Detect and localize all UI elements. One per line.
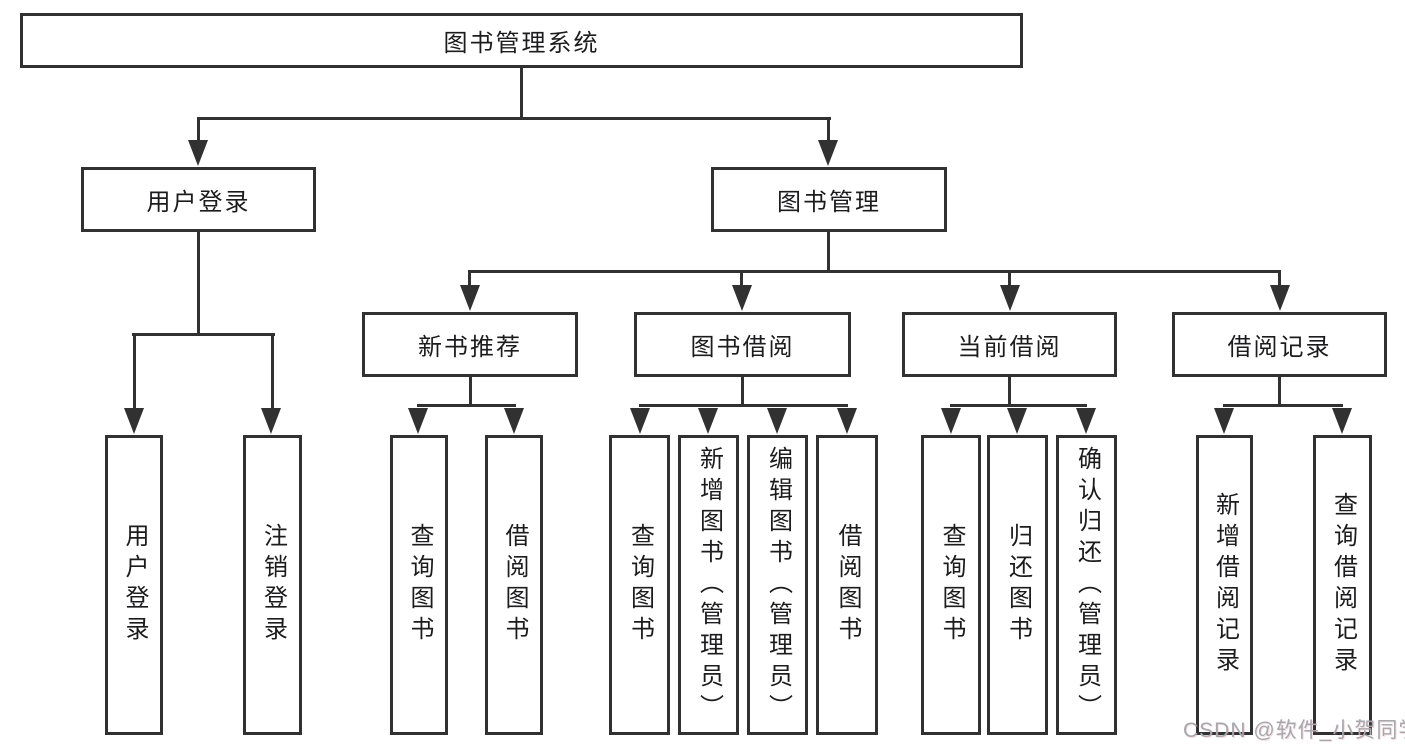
connector-hline xyxy=(469,270,1281,273)
leaf-query-books-current-label: 查询图书 xyxy=(938,523,965,647)
arrow-down-icon xyxy=(408,408,428,434)
leaf-logout-label: 注销登录 xyxy=(259,523,287,647)
node-book-borrowing: 图书借阅 xyxy=(634,312,851,377)
leaf-logout: 注销登录 xyxy=(243,435,302,735)
leaf-borrow-books-borrowing: 借阅图书 xyxy=(816,435,878,735)
watermark: CSDN @软件_小贺同学 xyxy=(1183,719,1405,742)
node-library-system: 图书管理系统 xyxy=(20,13,1023,68)
leaf-add-book-admin-label: 新增图书（管理员） xyxy=(695,445,723,725)
connector-vline xyxy=(197,232,200,336)
leaf-query-borrow-record: 查询借阅记录 xyxy=(1313,435,1372,735)
leaf-confirm-return-admin: 确认归还（管理员） xyxy=(1056,435,1117,735)
node-borrowing-records-label: 借阅记录 xyxy=(1227,334,1332,361)
node-book-borrowing-label: 图书借阅 xyxy=(690,334,795,361)
node-new-book-recommendation: 新书推荐 xyxy=(362,312,578,377)
node-current-borrowing: 当前借阅 xyxy=(902,312,1117,377)
connector-hline xyxy=(639,404,848,407)
leaf-user-login: 用户登录 xyxy=(105,435,163,735)
leaf-add-borrow-record-label: 新增借阅记录 xyxy=(1211,492,1239,678)
connector-vline xyxy=(827,232,830,273)
connector-hline xyxy=(1223,404,1343,407)
connector-vline xyxy=(469,377,472,407)
leaf-edit-book-admin-label: 编辑图书（管理员） xyxy=(764,445,792,725)
leaf-add-book-admin: 新增图书（管理员） xyxy=(678,435,739,735)
node-new-book-recommendation-label: 新书推荐 xyxy=(418,334,522,361)
connector-hline xyxy=(417,404,516,407)
connector-vline xyxy=(740,270,743,288)
connector-vline xyxy=(741,377,744,407)
connector-vline xyxy=(271,333,274,408)
leaf-confirm-return-admin-label: 确认归还（管理员） xyxy=(1073,445,1101,725)
connector-vline xyxy=(468,270,471,288)
arrow-down-icon xyxy=(261,408,281,434)
connector-vline xyxy=(520,68,523,118)
connector-vline xyxy=(1278,270,1281,288)
arrow-down-icon xyxy=(732,285,752,311)
connector-vline xyxy=(1008,377,1011,407)
arrow-down-icon xyxy=(818,140,838,166)
leaf-query-books-current: 查询图书 xyxy=(921,435,981,735)
arrow-down-icon xyxy=(941,408,961,434)
leaf-add-borrow-record: 新增借阅记录 xyxy=(1196,435,1253,735)
arrow-down-icon xyxy=(1076,408,1096,434)
leaf-edit-book-admin: 编辑图书（管理员） xyxy=(747,435,808,735)
arrow-down-icon xyxy=(1007,408,1027,434)
arrow-down-icon xyxy=(1000,285,1020,311)
node-user-login-label: 用户登录 xyxy=(146,189,251,216)
arrow-down-icon xyxy=(124,408,144,434)
connector-vline xyxy=(827,117,830,144)
arrow-down-icon xyxy=(188,140,208,166)
leaf-user-login-label: 用户登录 xyxy=(121,523,148,647)
connector-hline xyxy=(132,333,275,336)
leaf-return-books: 归还图书 xyxy=(987,435,1048,735)
node-user-login: 用户登录 xyxy=(81,167,316,232)
arrow-down-icon xyxy=(460,285,480,311)
node-book-management-label: 图书管理 xyxy=(777,189,881,216)
arrow-down-icon xyxy=(630,408,650,434)
connector-vline xyxy=(197,117,200,144)
node-borrowing-records: 借阅记录 xyxy=(1172,312,1387,377)
node-current-borrowing-label: 当前借阅 xyxy=(957,334,1062,361)
connector-vline xyxy=(1278,377,1281,407)
node-book-management: 图书管理 xyxy=(711,167,947,232)
leaf-borrow-books-borrowing-label: 借阅图书 xyxy=(834,523,861,647)
leaf-query-borrow-record-label: 查询借阅记录 xyxy=(1329,492,1357,678)
leaf-borrow-books-recommend-label: 借阅图书 xyxy=(501,523,528,647)
arrow-down-icon xyxy=(1214,408,1234,434)
connector-vline xyxy=(1008,270,1011,288)
leaf-return-books-label: 归还图书 xyxy=(1004,523,1032,647)
arrow-down-icon xyxy=(767,408,787,434)
connector-vline xyxy=(133,333,136,408)
connector-hline xyxy=(197,117,831,120)
arrow-down-icon xyxy=(837,408,857,434)
leaf-query-books-recommend: 查询图书 xyxy=(390,435,448,735)
leaf-query-books-borrowing: 查询图书 xyxy=(609,435,670,735)
arrow-down-icon xyxy=(504,408,524,434)
leaf-borrow-books-recommend: 借阅图书 xyxy=(485,435,543,735)
leaf-query-books-borrowing-label: 查询图书 xyxy=(626,523,654,647)
leaf-query-books-recommend-label: 查询图书 xyxy=(406,523,433,647)
arrow-down-icon xyxy=(1270,285,1290,311)
arrow-down-icon xyxy=(698,408,718,434)
arrow-down-icon xyxy=(1332,408,1352,434)
connector-hline xyxy=(950,404,1087,407)
node-library-system-label: 图书管理系统 xyxy=(443,30,600,57)
